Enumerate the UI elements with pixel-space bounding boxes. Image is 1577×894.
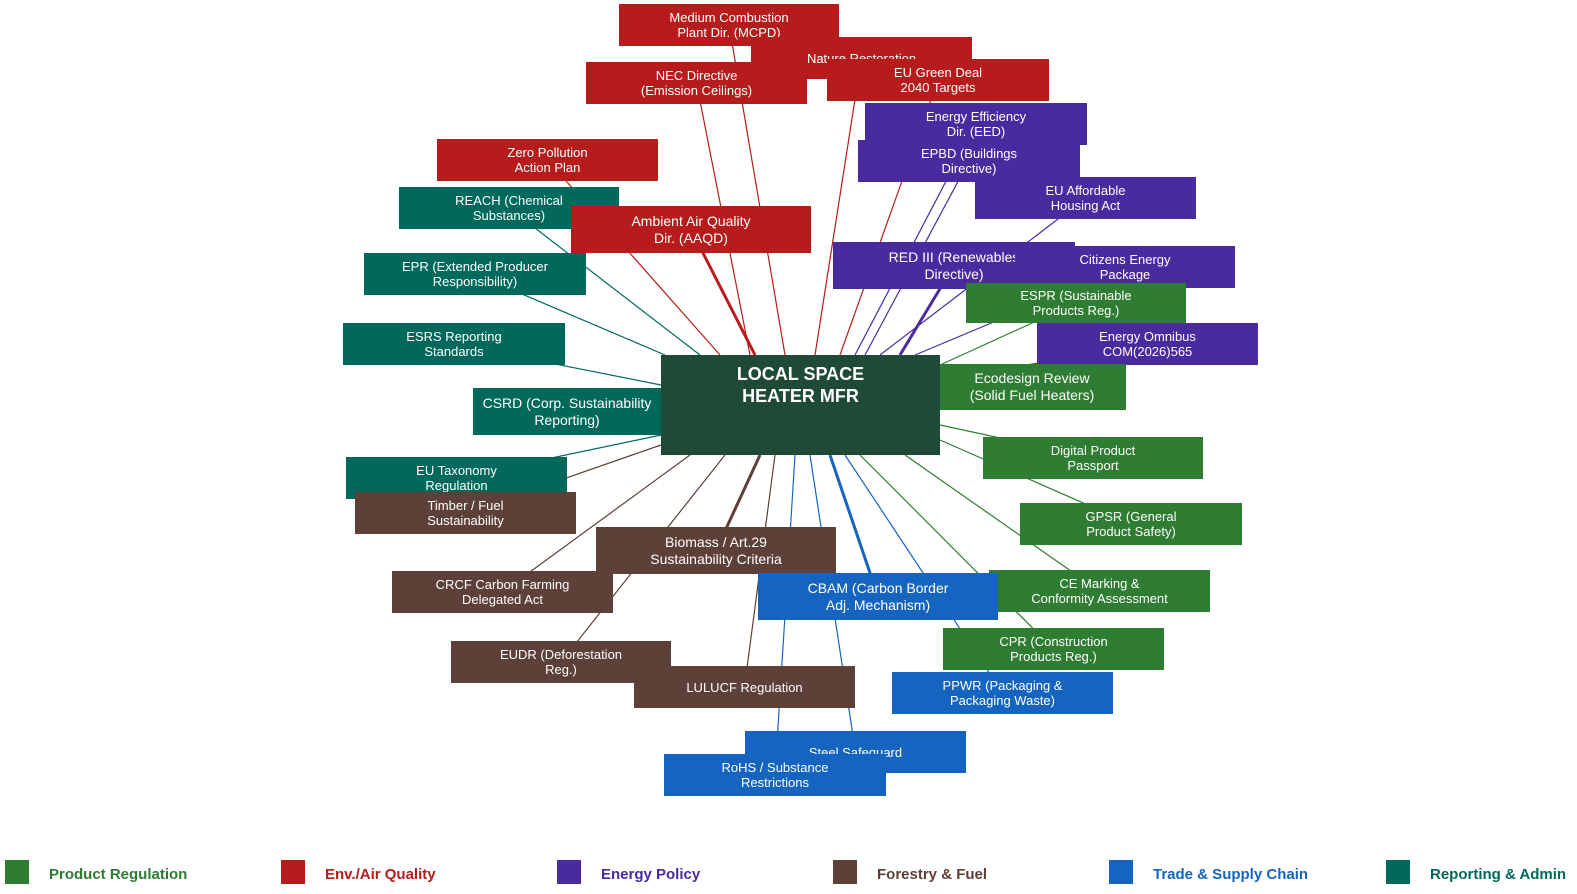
node-epr-extended-producer-responsibility: EPR (Extended Producer Responsibility): [364, 253, 586, 295]
node-esrs-reporting-standards: ESRS Reporting Standards: [343, 323, 565, 365]
legend-label: Energy Policy: [601, 866, 701, 883]
legend-swatch: [5, 860, 29, 884]
node-cbam-carbon-border-adj-mechanism: CBAM (Carbon Border Adj. Mechanism): [758, 573, 998, 620]
connector-ce-marking-conformity-assessment: [904, 454, 1100, 592]
connector-cpr-construction-products-reg: [859, 454, 1054, 650]
node-zero-pollution-action-plan: Zero Pollution Action Plan: [437, 139, 658, 181]
connector-crcf-carbon-farming-delegated-act: [502, 454, 691, 593]
node-epbd-buildings-directive: EPBD (Buildings Directive): [858, 140, 1080, 182]
node-eu-affordable-housing-act: EU Affordable Housing Act: [975, 177, 1196, 219]
legend-item-reporting-admin: Reporting & Admin: [1386, 858, 1566, 884]
node-citizens-energy-package: Citizens Energy Package: [1015, 246, 1235, 288]
node-espr-sustainable-products-reg: ESPR (Sustainable Products Reg.): [966, 283, 1186, 323]
legend-label: Reporting & Admin: [1430, 866, 1567, 883]
node-ce-marking-conformity-assessment: CE Marking & Conformity Assessment: [989, 570, 1210, 612]
node-timber-fuel-sustainability: Timber / Fuel Sustainability: [355, 492, 576, 534]
legend-swatch: [1386, 860, 1410, 884]
node-ppwr-packaging-packaging-waste: PPWR (Packaging & Packaging Waste): [892, 672, 1113, 714]
node-ambient-air-quality-dir-aaqd: Ambient Air Quality Dir. (AAQD): [571, 206, 811, 253]
legend-swatch: [557, 860, 581, 884]
node-csrd-corp-sustainability-reporting: CSRD (Corp. Sustainability Reporting): [473, 388, 661, 435]
legend-item-env-air-quality: Env./Air Quality: [281, 858, 436, 884]
legend-item-forestry-fuel: Forestry & Fuel: [833, 858, 987, 884]
center-node: LOCAL SPACE HEATER MFR: [661, 355, 940, 455]
legend-item-product-regulation: Product Regulation: [5, 858, 187, 884]
legend-item-trade-supply-chain: Trade & Supply Chain: [1109, 858, 1308, 884]
legend-label: Trade & Supply Chain: [1153, 866, 1309, 883]
connector-cbam-carbon-border-adj-mechanism: [828, 454, 880, 597]
node-digital-product-passport: Digital Product Passport: [983, 437, 1203, 479]
node-biomass-art-29-sustainability-criteria: Biomass / Art.29 Sustainability Criteria: [596, 527, 836, 574]
legend-label: Product Regulation: [49, 866, 188, 883]
node-energy-efficiency-dir-eed: Energy Efficiency Dir. (EED): [865, 103, 1087, 145]
node-nec-directive-emission-ceilings: NEC Directive (Emission Ceilings): [586, 62, 807, 104]
legend-swatch: [281, 860, 305, 884]
node-gpsr-general-product-safety: GPSR (General Product Safety): [1020, 503, 1242, 545]
node-energy-omnibus-com-2026-565: Energy Omnibus COM(2026)565: [1037, 323, 1258, 365]
legend-swatch: [1109, 860, 1133, 884]
node-crcf-carbon-farming-delegated-act: CRCF Carbon Farming Delegated Act: [392, 571, 613, 613]
node-eu-green-deal-2040-targets: EU Green Deal 2040 Targets: [827, 59, 1049, 101]
legend-item-energy-policy: Energy Policy: [557, 858, 700, 884]
node-lulucf-regulation: LULUCF Regulation: [634, 666, 855, 708]
node-rohs-substance-restrictions: RoHS / Substance Restrictions: [664, 754, 886, 796]
legend-label: Env./Air Quality: [325, 866, 436, 883]
connector-nature-restoration: [814, 57, 863, 356]
connector-reach-chemical-substances: [508, 207, 701, 356]
node-cpr-construction-products-reg: CPR (Construction Products Reg.): [943, 628, 1164, 670]
legend-label: Forestry & Fuel: [877, 866, 988, 883]
legend-swatch: [833, 860, 857, 884]
node-ecodesign-review-solid-fuel-heaters: Ecodesign Review (Solid Fuel Heaters): [938, 364, 1126, 410]
